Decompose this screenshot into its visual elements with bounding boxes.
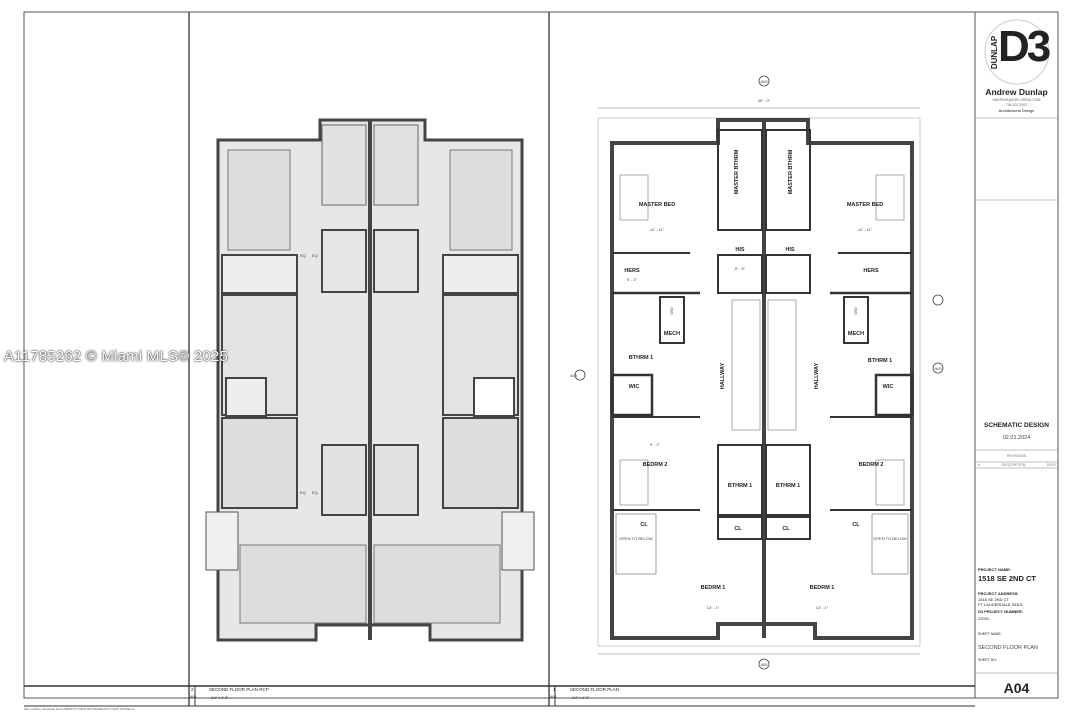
room-label: WIC	[883, 384, 894, 390]
room-label: HALLWAY	[720, 362, 726, 389]
dimension-label: 13' - 1"	[816, 605, 829, 610]
room-label: BTHRM 1	[728, 483, 752, 489]
dimension-label: 13' - 1"	[707, 605, 720, 610]
room-label: MASTER BED	[639, 202, 675, 208]
logo-text: D3	[998, 22, 1051, 71]
section-marker: A05	[934, 366, 942, 371]
plan-labels: 40' - 0" A05 A05 A05 A05 MASTER BED MAST…	[570, 79, 942, 667]
project-name: 1518 SE 2ND CT	[978, 574, 1036, 583]
eq-label: EQ	[312, 253, 318, 258]
title-block-grid	[975, 117, 1058, 674]
overall-dimension: 40' - 0"	[758, 98, 771, 103]
view-scale: 1/4" = 1'-0"	[211, 696, 229, 700]
project-number-label: D3 PROJECT NUMBER:	[978, 609, 1024, 614]
sheet-name-label: SHEET NAME:	[978, 632, 1002, 636]
phase-date: 02.01.2024	[1002, 435, 1031, 441]
view-number: 1	[553, 687, 556, 692]
project-name-label: PROJECT NAME:	[978, 567, 1012, 572]
firm-logo: DUNLAP D3	[990, 22, 1051, 78]
view-title: SECOND FLOOR PLAN	[570, 687, 620, 692]
eq-label: EQ	[312, 490, 318, 495]
section-marker: A05	[760, 79, 768, 84]
view-title: SECOND FLOOR PLAN RCP	[209, 687, 269, 692]
second-floor-plan	[574, 75, 944, 670]
project-address-line1: 1518 SE 2ND CT	[978, 597, 1009, 602]
room-label: OPEN TO BELOW	[873, 536, 907, 541]
dimension-label: 12' - 11"	[650, 227, 665, 232]
room-label: MASTER BED	[847, 202, 883, 208]
sheet-no-label: SHEET NO:	[978, 658, 997, 662]
room-label: BEDRM 1	[810, 585, 835, 591]
room-label: CL	[852, 522, 860, 528]
eq-label: EQ	[300, 253, 306, 258]
room-label: MASTER BTHRM	[734, 149, 740, 194]
view-scale: 1/4" = 1'-0"	[572, 696, 590, 700]
room-label: HERS	[863, 268, 879, 274]
firm-email: ANDREW@D3FLORIDA.COM	[992, 98, 1041, 102]
room-label: MASTER BTHRM	[788, 149, 794, 194]
logo-circle	[984, 19, 1050, 85]
section-marker: A05	[570, 373, 578, 378]
view-sheet-ref: A04	[550, 695, 557, 699]
room-label: BTHRM 1	[868, 358, 892, 364]
room-label: BTHRM 1	[776, 483, 800, 489]
dimension-label: 12' - 11"	[858, 227, 873, 232]
project-number: 23031	[978, 616, 990, 621]
room-label: W/D	[669, 307, 674, 315]
view-number: 2	[191, 687, 194, 692]
reflected-ceiling-plan: EQ EQ EQ EQ	[205, 118, 535, 642]
room-label: BEDRM 2	[643, 462, 668, 468]
room-label: CL	[640, 522, 648, 528]
rev-col-num: #	[978, 463, 980, 467]
room-label: HERS	[624, 268, 640, 274]
watermark: A11785262 © Miami MLS® 2025	[4, 348, 229, 365]
phase-title: SCHEMATIC DESIGN	[984, 422, 1049, 429]
sheet-name: SECOND FLOOR PLAN	[978, 645, 1038, 651]
sheet-border	[23, 11, 1059, 699]
dimension-label: 5' - 5"	[735, 266, 746, 271]
rev-col-desc: DESCRIPTION	[1001, 463, 1026, 467]
room-label: OPEN TO BELOW	[619, 536, 653, 541]
room-label: HIS	[735, 247, 745, 253]
room-label: CL	[734, 526, 742, 532]
room-label: MECH	[848, 331, 864, 337]
project-address-line2: FT LAUDERDALE 33301	[978, 602, 1023, 607]
revisions-header: # DESCRIPTION DATE	[978, 463, 1056, 467]
project-address-label: PROJECT ADDRESS:	[978, 591, 1019, 596]
firm-phone: 754.207.2002	[1005, 103, 1028, 107]
room-label: CL	[782, 526, 790, 532]
room-label: BEDRM 1	[701, 585, 726, 591]
room-label: HALLWAY	[814, 362, 820, 389]
dimension-label: 9' - 2"	[627, 277, 638, 282]
room-label: W/D	[853, 307, 858, 315]
eq-label: EQ	[300, 490, 306, 495]
section-marker: A05	[760, 662, 768, 667]
room-label: BTHRM 1	[629, 355, 653, 361]
room-label: MECH	[664, 331, 680, 337]
dimension-label: 9' - 2"	[650, 442, 661, 447]
view-sheet-ref: A04	[190, 695, 197, 699]
sheet-number: A04	[1003, 680, 1030, 696]
room-label: WIC	[629, 384, 640, 390]
room-label: HIS	[785, 247, 795, 253]
firm-name: Andrew Dunlap	[985, 87, 1048, 97]
room-label: BEDRM 2	[859, 462, 884, 468]
rev-col-date: DATE	[1046, 463, 1056, 467]
firm-tagline: Architectural Design	[998, 108, 1035, 113]
revisions-label: REVISIONS	[1006, 454, 1027, 458]
file-location: File Location: Autodesk Docs://RENCO TOW…	[24, 707, 135, 711]
